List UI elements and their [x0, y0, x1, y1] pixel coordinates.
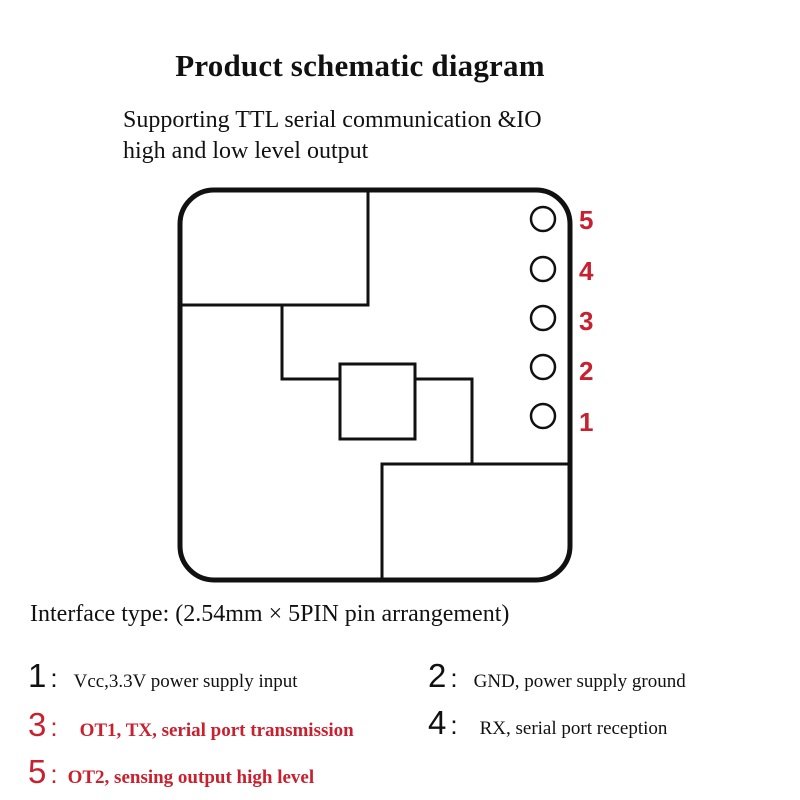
legend-desc: GND, power supply ground — [473, 671, 686, 692]
legend-num: 4 — [428, 704, 447, 741]
legend-colon: : — [50, 759, 58, 789]
pin-2-pad — [529, 353, 557, 381]
pin-3-pad — [529, 304, 557, 332]
legend-colon: : — [450, 710, 458, 740]
pin-header — [529, 205, 557, 430]
interface-type: Interface type: (2.54mm × 5PIN pin arran… — [30, 601, 510, 627]
page-title: Product schematic diagram — [175, 48, 545, 83]
legend-num: 1 — [28, 657, 47, 694]
pin-1-pad — [529, 402, 557, 430]
legend-num: 5 — [28, 753, 47, 790]
legend-item-3: 3 : OT1, TX, serial port transmission — [28, 708, 354, 743]
legend-colon: : — [50, 712, 58, 742]
pin-5-pad — [529, 205, 557, 233]
legend-num: 2 — [428, 657, 447, 694]
center-chip — [338, 362, 417, 441]
left-trace — [280, 305, 340, 381]
pin-4-label: 4 — [579, 256, 594, 286]
legend-desc: OT2, sensing output high level — [67, 767, 315, 788]
bottom-right-block — [380, 462, 570, 580]
subtitle-line-2: high and low level output — [123, 138, 369, 164]
legend-item-4: 4 : RX, serial port reception — [428, 706, 667, 741]
legend-colon: : — [50, 663, 58, 693]
legend-item-1: 1 : Vcc,3.3V power supply input — [28, 659, 298, 694]
legend-desc: RX, serial port reception — [479, 718, 668, 739]
board-outline — [177, 187, 573, 583]
pin-1-label: 1 — [579, 407, 593, 437]
right-trace — [415, 377, 474, 464]
legend-colon: : — [450, 663, 458, 693]
legend-num: 3 — [28, 706, 47, 743]
pin-4-pad — [529, 255, 557, 283]
pin-5-label: 5 — [579, 205, 593, 235]
legend-item-5: 5 : OT2, sensing output high level — [28, 755, 314, 790]
pin-numbers: 5 4 3 2 1 — [579, 205, 594, 437]
legend-desc: OT1, TX, serial port transmission — [79, 720, 354, 741]
subtitle-line-1: Supporting TTL serial communication &IO — [123, 107, 542, 133]
legend-item-2: 2 : GND, power supply ground — [428, 659, 686, 694]
legend-desc: Vcc,3.3V power supply input — [73, 671, 298, 692]
pin-3-label: 3 — [579, 306, 593, 336]
top-left-block — [180, 190, 370, 307]
pin-2-label: 2 — [579, 356, 593, 386]
